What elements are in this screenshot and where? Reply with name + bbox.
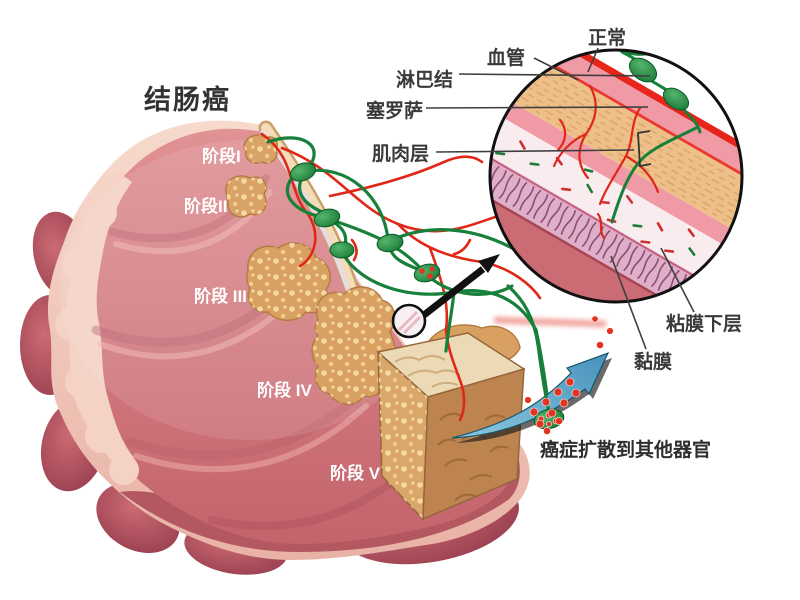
- leader-blood-vessel: [533, 57, 579, 81]
- label-normal: 正常: [588, 26, 626, 49]
- lymph-node-icon: [289, 162, 441, 283]
- layer-serosa-band: [519, 50, 742, 194]
- colon-haustra-band: [55, 172, 139, 485]
- stage-5-label: 阶段 V: [330, 463, 381, 483]
- stage-2-label: 阶段II: [184, 196, 227, 216]
- tumor-stage-2: [225, 175, 267, 218]
- label-cancer-spread: 癌症扩散到其他器官: [540, 438, 711, 461]
- label-serosa: 塞罗萨: [366, 99, 423, 122]
- layer-muscle: [492, 50, 742, 241]
- inset-circle-outline: [488, 48, 744, 304]
- stage-3-label: 阶段 III: [194, 286, 247, 306]
- stage-4-label: 阶段 IV: [257, 380, 312, 400]
- stage-1-label: 阶段I: [202, 146, 241, 166]
- leader-normal: [587, 47, 599, 73]
- submucosa-cells: [495, 140, 696, 256]
- cube-right-face: [422, 367, 525, 521]
- inset-blood-vessels: [552, 84, 660, 240]
- inset-wall-layers: [490, 50, 742, 302]
- label-submucosa: 粘膜下层: [666, 312, 742, 335]
- diagram-title: 结肠癌: [144, 84, 231, 115]
- magnifier-arrow-icon: [421, 254, 500, 318]
- magnifier-target-circle: [391, 303, 427, 339]
- tumors: [225, 134, 526, 521]
- tumor-stage-4: [311, 286, 396, 405]
- spread-arrow-icon: [451, 284, 614, 443]
- tumor-stage-3: [245, 242, 331, 321]
- leader-submucosa: [660, 247, 695, 313]
- layer-inner-pink: [490, 90, 742, 257]
- tumor-stage-5-cube: [376, 324, 526, 521]
- cancer-cell-dots: [524, 315, 614, 435]
- leader-lines: [425, 47, 695, 350]
- label-blood-vessel: 血管: [487, 46, 525, 69]
- leader-serosa: [425, 106, 649, 109]
- layer-lumen: [490, 172, 705, 302]
- label-lymph-node: 淋巴结: [396, 68, 453, 91]
- label-mucosa: 黏膜: [634, 350, 672, 373]
- inset-magnified-view: [488, 48, 744, 304]
- leader-lymph-node: [458, 73, 651, 77]
- blurred-vessel-streak: [493, 316, 607, 328]
- layer-serosa-line: [528, 50, 742, 178]
- cancerous-lymph-node-cells: [419, 266, 435, 279]
- leader-mucosa: [610, 255, 647, 350]
- leader-muscle-layer: [435, 149, 635, 153]
- muscle-layer-bracket: [637, 130, 652, 168]
- label-muscle-layer: 肌肉层: [372, 142, 429, 165]
- layer-mucosa: [490, 140, 723, 302]
